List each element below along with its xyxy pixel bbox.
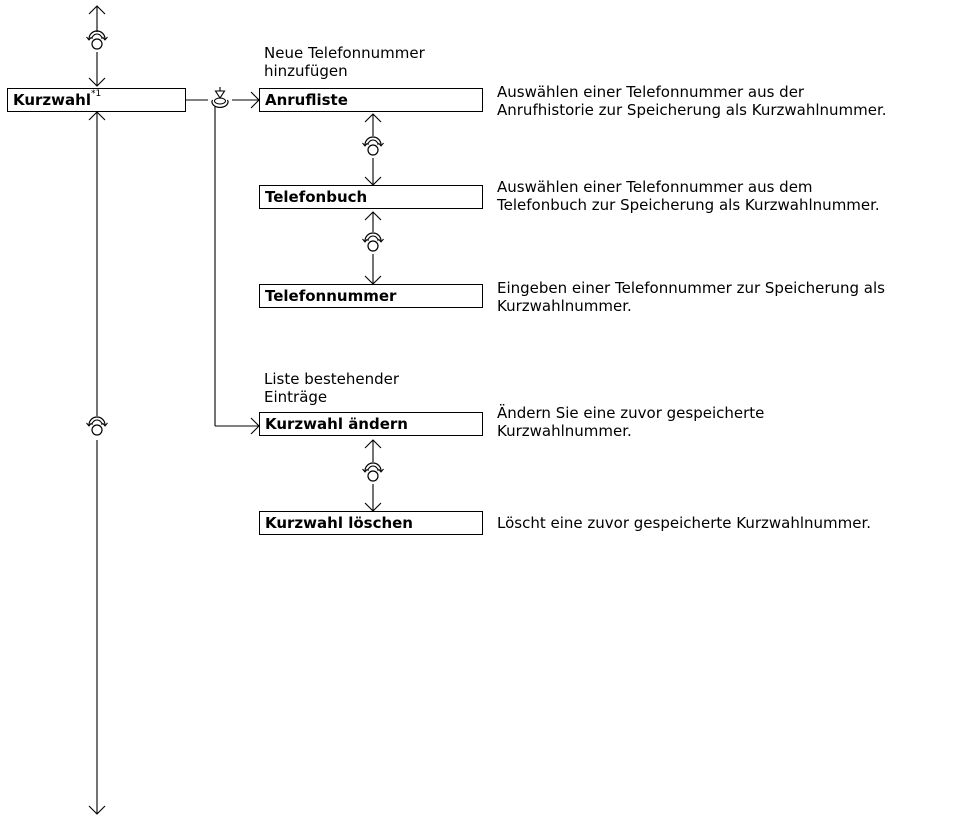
description-telefonbuch: Auswählen einer Telefonnummer aus dem Te…: [497, 178, 880, 214]
root-menu-box[interactable]: Kurzwahl*1: [7, 88, 186, 112]
option-telefonbuch[interactable]: Telefonbuch: [259, 185, 483, 209]
rotate-knob-icon-main: [85, 416, 109, 436]
description-anrufliste: Auswählen einer Telefonnummer aus der An…: [497, 83, 887, 119]
description-kurzwahl-loeschen: Löscht eine zuvor gespeicherte Kurzwahln…: [497, 514, 872, 532]
description-kurzwahl-aendern: Ändern Sie eine zuvor gespeicherte Kurzw…: [497, 404, 765, 440]
root-footnote-marker: *1: [90, 89, 102, 99]
option-kurzwahl-loeschen[interactable]: Kurzwahl löschen: [259, 511, 483, 535]
group-heading-existing: Liste bestehender Einträge: [264, 370, 400, 406]
option-kurzwahl-aendern[interactable]: Kurzwahl ändern: [259, 412, 483, 436]
option-anrufliste[interactable]: Anrufliste: [259, 88, 483, 112]
press-knob-icon: [211, 86, 229, 109]
rotate-knob-icon-top: [85, 30, 109, 50]
rotate-knob-icon-2: [361, 232, 385, 252]
rotate-knob-icon-3: [361, 462, 385, 482]
group-heading-add: Neue Telefonnummer hinzufügen: [264, 44, 425, 80]
rotate-knob-icon-1: [361, 136, 385, 156]
option-telefonnummer[interactable]: Telefonnummer: [259, 284, 483, 308]
main-axis: [88, 5, 106, 815]
root-menu-label: Kurzwahl: [13, 91, 91, 109]
description-telefonnummer: Eingeben einer Telefonnummer zur Speiche…: [497, 279, 885, 315]
branch-connector: [186, 91, 260, 435]
